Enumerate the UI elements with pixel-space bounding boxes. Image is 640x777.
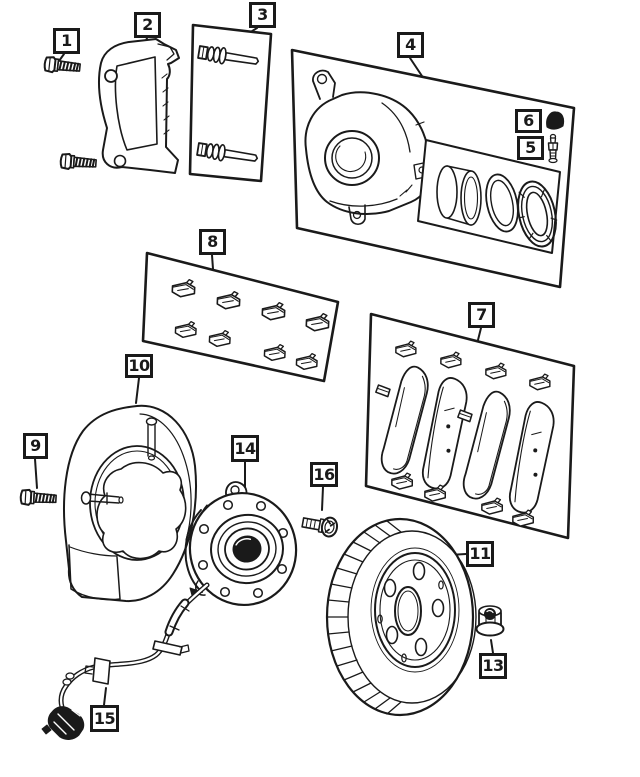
hub-bearing-drawing [184,481,298,607]
pad-clip-kit-drawing [141,251,340,383]
sensor-connector [47,706,85,740]
callout-15[interactable]: 15 [90,705,119,732]
shield-bolt-drawing [19,488,58,508]
callout-5[interactable]: 5 [517,136,544,160]
leader-line-10 [135,377,140,404]
leader-line-4 [409,57,423,77]
leader-line-16 [321,486,324,511]
callout-3[interactable]: 3 [249,2,276,28]
guide-pin-kit-drawing [188,23,273,183]
leader-line-8 [211,254,214,270]
rotor-drawing [325,517,477,717]
callout-1[interactable]: 1 [53,28,80,54]
leader-line-7 [477,327,482,341]
callout-9[interactable]: 9 [23,433,48,459]
brake-pad-kit-drawing [362,312,576,540]
callout-7[interactable]: 7 [468,302,495,328]
callout-4[interactable]: 4 [397,32,424,58]
caliper-assembly-drawing [290,48,576,289]
leader-line-13 [490,639,494,654]
callout-10[interactable]: 10 [125,354,153,378]
callout-2[interactable]: 2 [134,12,161,38]
abs-sensor-harness-drawing [41,582,210,740]
callout-11[interactable]: 11 [466,541,494,567]
bleeder-screw-drawing [547,133,559,164]
callout-14[interactable]: 14 [231,435,259,462]
callout-16[interactable]: 16 [310,462,338,487]
adapter-bolt-drawing [42,55,98,172]
rotor-vane-ticks [326,520,402,715]
callout-8[interactable]: 8 [199,229,226,255]
leader-line-15 [103,687,107,706]
leader-line-1 [58,53,65,62]
splash-shield-drawing [63,404,198,603]
bleeder-cap-drawing [546,111,565,130]
callout-6[interactable]: 6 [515,109,542,133]
caliper-adapter-drawing [98,38,180,174]
hub-nut-drawing [475,605,505,637]
hub-bolt-drawing [301,516,339,538]
leader-line-9 [34,458,38,489]
callout-13[interactable]: 13 [479,653,507,679]
